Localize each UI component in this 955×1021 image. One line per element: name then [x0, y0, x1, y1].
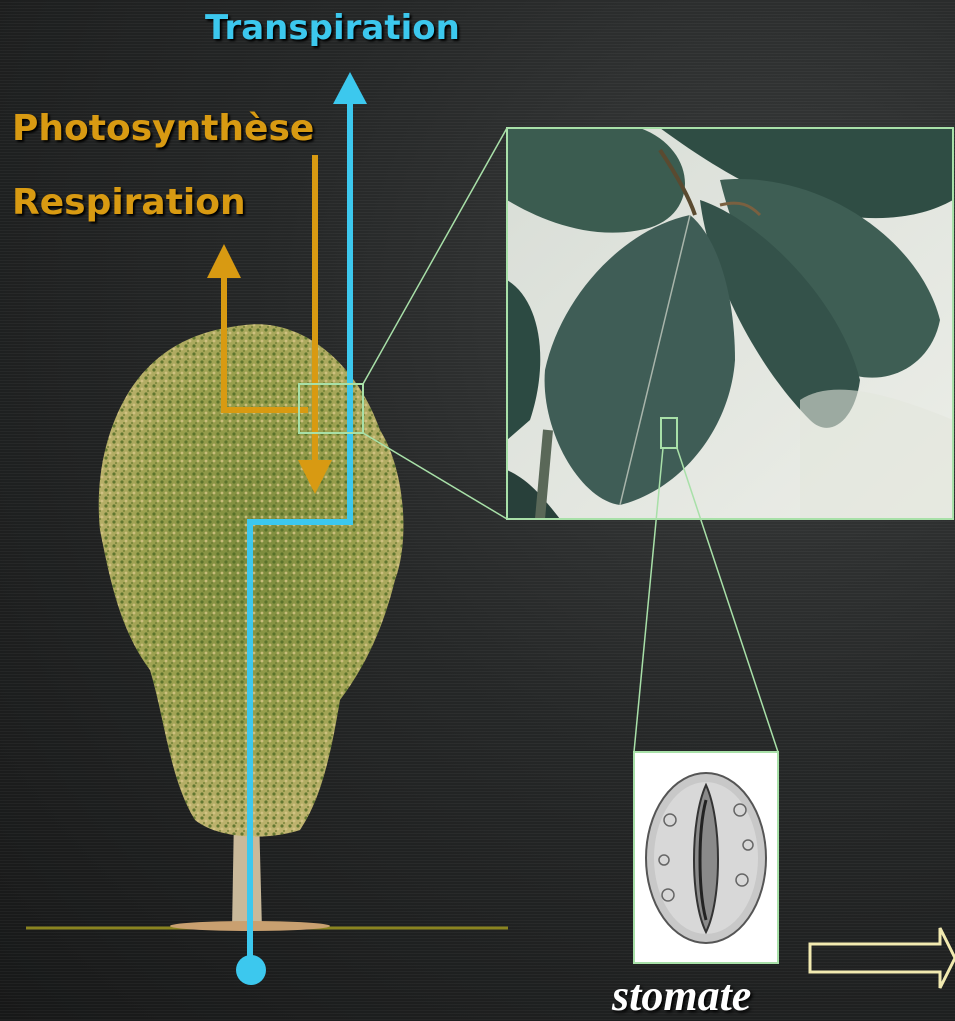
respiration-label: Respiration — [12, 182, 246, 223]
root-point — [236, 955, 266, 985]
zoom-line-top — [363, 128, 507, 384]
photosynthese-label: Photosynthèse — [12, 108, 314, 149]
stomate-drawing — [634, 752, 778, 963]
leaf-photo — [507, 128, 953, 519]
stomate-label: stomate — [612, 970, 751, 1021]
respiration-arrowhead — [207, 244, 241, 278]
hollow-right-arrow — [810, 928, 955, 988]
transpiration-arrowhead — [333, 72, 367, 104]
transpiration-label: Transpiration — [205, 8, 460, 48]
